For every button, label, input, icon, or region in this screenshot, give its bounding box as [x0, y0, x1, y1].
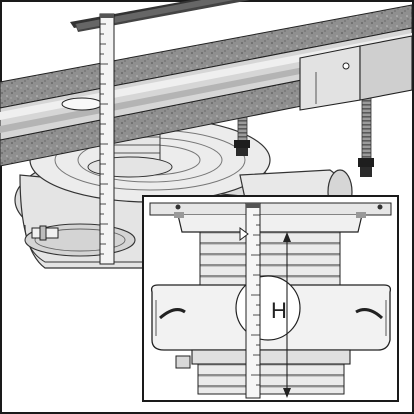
height-label: H — [271, 298, 287, 323]
measurement-arrow-icon — [283, 232, 291, 398]
hose-clamp — [31, 225, 59, 241]
inset-ruler — [245, 202, 261, 399]
grate-strip — [75, 0, 251, 32]
mounting-bracket — [299, 35, 413, 111]
inset-channel-lip — [149, 202, 392, 233]
main-scene — [0, 0, 413, 269]
detail-inset: H — [142, 195, 399, 402]
inset-housing — [150, 284, 392, 395]
ruler-icon — [99, 13, 115, 265]
pointer-triangle-icon — [239, 227, 249, 241]
